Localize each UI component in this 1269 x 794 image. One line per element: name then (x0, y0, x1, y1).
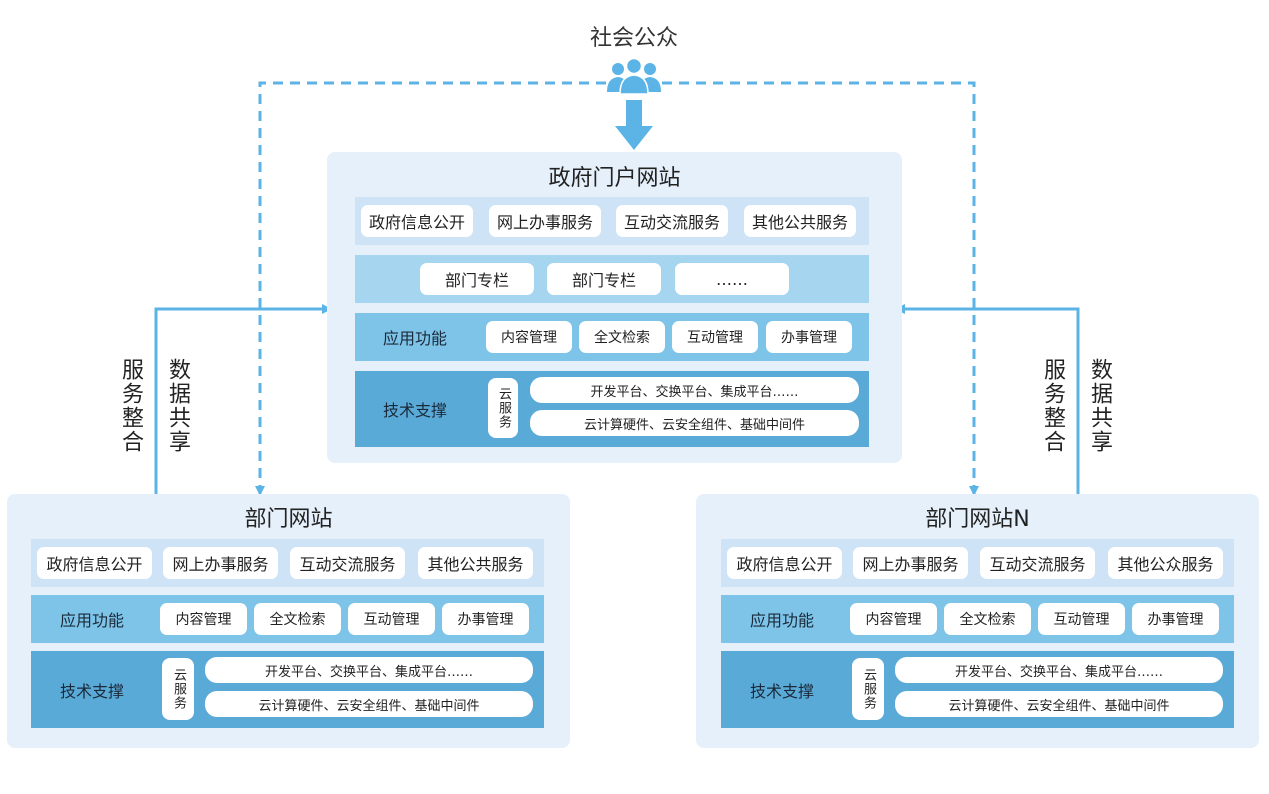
service-pill[interactable]: 政府信息公开 (361, 205, 473, 237)
app-pill[interactable]: 互动管理 (1038, 603, 1125, 635)
tech-support-label: 技术支撑 (59, 681, 124, 701)
tech-support-label: 技术支撑 (382, 401, 447, 420)
center-tech-row: 技术支撑 云服务 开发平台、交换平台、集成平台…… 云计算硬件、云安全组件、基础… (355, 371, 869, 447)
service-integration-label-right: 服务整合 (1040, 358, 1065, 454)
app-function-label: 应用功能 (382, 329, 447, 348)
app-function-label: 应用功能 (59, 611, 124, 630)
service-pill[interactable]: 政府信息公开 (727, 547, 842, 579)
data-sharing-label-left: 数据共享 (165, 358, 190, 454)
dept-site-title-left: 部门网站 (244, 507, 333, 532)
service-pill[interactable]: 其他公众服务 (1108, 547, 1223, 579)
more-pill[interactable]: …… (675, 263, 789, 295)
down-arrow (615, 100, 653, 150)
people-icon (607, 57, 661, 95)
service-pill[interactable]: 互动交流服务 (980, 547, 1095, 579)
center-column-row: 部门专栏 部门专栏 …… (355, 255, 869, 303)
service-pill[interactable]: 互动交流服务 (290, 547, 405, 579)
right-services-row: 政府信息公开 网上办事服务 互动交流服务 其他公众服务 (721, 539, 1234, 587)
app-pill[interactable]: 办事管理 (442, 603, 529, 635)
dept-site-panel-right: 部门网站N 政府信息公开 网上办事服务 互动交流服务 其他公众服务 应用功能 内… (696, 494, 1259, 748)
center-portal-title: 政府门户网站 (548, 166, 681, 191)
app-pill[interactable]: 内容管理 (160, 603, 247, 635)
center-app-row: 应用功能 内容管理 全文检索 互动管理 办事管理 (355, 313, 869, 361)
tech-platform-pill[interactable]: 开发平台、交换平台、集成平台…… (205, 657, 533, 683)
app-pill[interactable]: 办事管理 (1132, 603, 1219, 635)
cloud-service-pill[interactable]: 云服务 (488, 378, 518, 438)
app-pill[interactable]: 全文检索 (254, 603, 341, 635)
data-sharing-label-right: 数据共享 (1087, 358, 1112, 454)
service-pill[interactable]: 网上办事服务 (489, 205, 601, 237)
service-pill[interactable]: 政府信息公开 (37, 547, 152, 579)
tech-infra-pill[interactable]: 云计算硬件、云安全组件、基础中间件 (205, 691, 533, 717)
tech-platform-pill[interactable]: 开发平台、交换平台、集成平台…… (895, 657, 1223, 683)
right-tech-row: 技术支撑 云服务 开发平台、交换平台、集成平台…… 云计算硬件、云安全组件、基础… (721, 651, 1234, 728)
app-pill[interactable]: 互动管理 (672, 321, 758, 353)
app-pill[interactable]: 全文检索 (579, 321, 665, 353)
public-label: 社会公众 (589, 26, 678, 51)
cloud-service-pill[interactable]: 云服务 (852, 658, 884, 720)
service-pill[interactable]: 其他公共服务 (418, 547, 533, 579)
solid-link-left (154, 304, 332, 494)
service-pill[interactable]: 网上办事服务 (163, 547, 278, 579)
app-pill[interactable]: 内容管理 (850, 603, 937, 635)
app-pill[interactable]: 办事管理 (766, 321, 852, 353)
app-function-label: 应用功能 (749, 611, 814, 630)
solid-link-right (895, 304, 1080, 494)
center-portal-panel: 政府门户网站 政府信息公开 网上办事服务 互动交流服务 其他公共服务 部门专栏 … (327, 152, 902, 463)
dept-column-pill[interactable]: 部门专栏 (547, 263, 661, 295)
tech-platform-pill[interactable]: 开发平台、交换平台、集成平台…… (530, 377, 859, 403)
dept-column-pill[interactable]: 部门专栏 (420, 263, 534, 295)
right-app-row: 应用功能 内容管理 全文检索 互动管理 办事管理 (721, 595, 1234, 643)
dept-site-title-right: 部门网站N (925, 507, 1030, 532)
app-pill[interactable]: 互动管理 (348, 603, 435, 635)
left-services-row: 政府信息公开 网上办事服务 互动交流服务 其他公共服务 (31, 539, 544, 587)
left-tech-row: 技术支撑 云服务 开发平台、交换平台、集成平台…… 云计算硬件、云安全组件、基础… (31, 651, 544, 728)
left-app-row: 应用功能 内容管理 全文检索 互动管理 办事管理 (31, 595, 544, 643)
tech-infra-pill[interactable]: 云计算硬件、云安全组件、基础中间件 (895, 691, 1223, 717)
dashed-link-left (255, 81, 606, 496)
dashed-link-right (662, 81, 979, 496)
service-pill[interactable]: 网上办事服务 (853, 547, 968, 579)
service-integration-label-left: 服务整合 (118, 358, 143, 454)
tech-support-label: 技术支撑 (749, 681, 814, 701)
app-pill[interactable]: 全文检索 (944, 603, 1031, 635)
dept-site-panel-left: 部门网站 政府信息公开 网上办事服务 互动交流服务 其他公共服务 应用功能 内容… (7, 494, 570, 748)
center-services-row: 政府信息公开 网上办事服务 互动交流服务 其他公共服务 (355, 197, 869, 245)
service-pill[interactable]: 互动交流服务 (616, 205, 728, 237)
app-pill[interactable]: 内容管理 (486, 321, 572, 353)
tech-infra-pill[interactable]: 云计算硬件、云安全组件、基础中间件 (530, 410, 859, 436)
cloud-service-pill[interactable]: 云服务 (162, 658, 194, 720)
service-pill[interactable]: 其他公共服务 (744, 205, 856, 237)
